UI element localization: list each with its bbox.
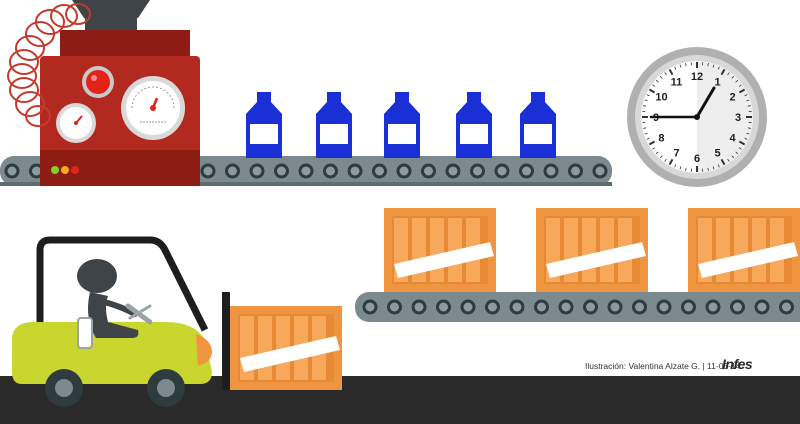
illustration-credit: Ilustración: Valentina Alzate G. | 11-05… — [585, 361, 741, 371]
bottle-icon — [384, 92, 420, 158]
clock-number: 3 — [735, 112, 741, 124]
bottle-icon — [316, 92, 352, 158]
infes-logo: Infes — [722, 356, 753, 372]
forklift-crate — [230, 306, 342, 390]
crate-icon — [536, 208, 648, 292]
driver — [77, 259, 153, 349]
wall-clock: 121234567891011 — [627, 47, 767, 187]
crate-icon — [688, 208, 800, 292]
crate-icon — [384, 208, 496, 292]
bottle-icon — [246, 92, 282, 158]
orange-light-icon — [61, 166, 69, 174]
bottle-icon — [456, 92, 492, 158]
clock-number: 1 — [714, 76, 720, 88]
clock-number: 12 — [691, 71, 703, 83]
red-light-icon — [71, 166, 79, 174]
machine-coil — [7, 3, 91, 127]
clock-number: 10 — [655, 92, 667, 104]
clock-number: 6 — [694, 153, 700, 165]
bottom-conveyor — [355, 292, 800, 322]
crates — [384, 208, 800, 292]
green-light-icon — [51, 166, 59, 174]
bottle-icon — [520, 92, 556, 158]
clock-ticks — [642, 62, 752, 172]
small-gauge-icon — [56, 103, 96, 143]
forklift — [12, 236, 292, 407]
bottling-machine — [7, 0, 200, 186]
clock-number: 7 — [673, 148, 679, 160]
clock-number: 11 — [671, 76, 683, 88]
clock-number: 8 — [658, 133, 664, 145]
clock-number: 5 — [714, 148, 720, 160]
clock-hour-hand — [695, 86, 716, 119]
bottom-conveyor-rollers — [362, 299, 794, 315]
large-gauge-icon — [121, 76, 185, 140]
bottles — [246, 92, 556, 158]
clock-number: 2 — [729, 92, 735, 104]
clock-number: 4 — [729, 133, 736, 145]
